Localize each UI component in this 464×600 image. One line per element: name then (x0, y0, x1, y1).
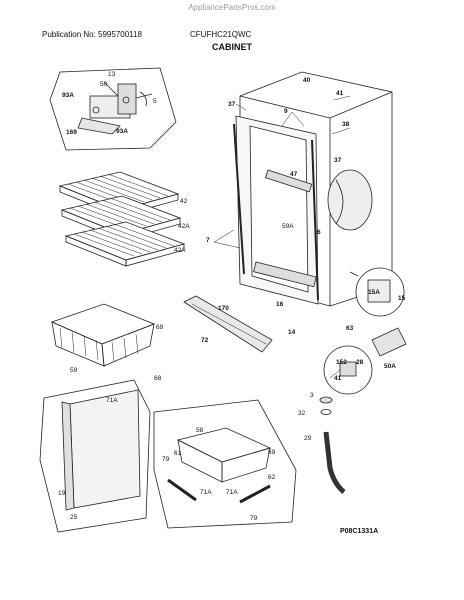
callout-label: 71A (106, 397, 118, 404)
callout-label: 47 (290, 171, 298, 178)
watermark: AppliancePartsPros.com (188, 3, 276, 12)
callout-label: 50 (100, 81, 108, 88)
callout-label: 41 (334, 375, 342, 382)
callout-label: 93A (116, 128, 128, 135)
callout-label: 69 (156, 324, 164, 331)
shelf-3 (64, 221, 186, 267)
liner-inset (39, 379, 151, 533)
callout-label: 93A (62, 92, 74, 99)
callout-label: 62 (268, 474, 276, 481)
bracket-50a (371, 327, 407, 357)
shelf-2 (60, 195, 182, 241)
upper-basket (50, 303, 156, 367)
callout-label: 79 (162, 456, 170, 463)
callout-label: 6 (317, 229, 321, 236)
leg-inset (323, 345, 373, 395)
callout-label: 3 (310, 392, 314, 399)
callout-label: 14 (288, 329, 296, 336)
callout-label: 9 (284, 108, 288, 115)
toe-grille (183, 295, 273, 353)
callouts: 13 50 5 93A 169 93A 40 41 38 37 9 37 47 … (58, 71, 406, 522)
callout-label: 71A (200, 489, 212, 496)
callout-label: 69 (268, 449, 276, 456)
callout-label: 15 (398, 295, 406, 302)
callout-label: 42A (174, 247, 186, 254)
callout-label: 50A (384, 363, 396, 370)
callout-label: 58 (196, 427, 204, 434)
trim-strips (233, 123, 319, 301)
callout-label: 19 (58, 490, 66, 497)
callout-label: 59 (70, 367, 78, 374)
callout-label: 152 (336, 359, 347, 366)
wire-shelves (58, 171, 186, 267)
callout-label: 38 (342, 121, 350, 128)
figure-code: P08C1331A (340, 528, 379, 535)
callout-label: 37 (334, 157, 342, 164)
callout-label: 170 (218, 305, 229, 312)
callout-label: 61 (174, 450, 182, 457)
callout-label: 29 (304, 435, 312, 442)
callout-label: 59A (282, 223, 294, 230)
hinge-inset (49, 67, 177, 151)
callout-label: 7 (206, 237, 210, 244)
callout-label: 42A (178, 223, 190, 230)
callout-label: 32 (298, 410, 306, 417)
callout-label: 40 (303, 77, 311, 84)
leader-lines (213, 95, 351, 379)
callout-label: 169 (66, 129, 77, 136)
cabinet-body (235, 71, 393, 307)
basket-inset (153, 399, 297, 529)
callout-label: 15A (368, 289, 380, 296)
callout-label: 72 (201, 337, 209, 344)
section-title: CABINET (212, 42, 252, 52)
model-number: CFUFHC21QWC (190, 30, 252, 39)
callout-label: 37 (228, 101, 236, 108)
callout-label: 79 (250, 515, 258, 522)
callout-label: 63 (346, 325, 354, 332)
callout-label: 16 (276, 301, 284, 308)
callout-label: 5 (153, 98, 157, 105)
callout-label: 13 (108, 71, 116, 78)
callout-label: 71A (226, 489, 238, 496)
callout-label: 28 (356, 359, 364, 366)
switch-inset (349, 267, 405, 317)
callout-label: 25 (70, 514, 78, 521)
callout-label: 68 (154, 375, 162, 382)
callout-label: 42 (180, 198, 188, 205)
publication-number: Publication No: 5995700118 (42, 30, 142, 39)
drain-tube (319, 396, 346, 494)
callout-label: 41 (336, 90, 344, 97)
